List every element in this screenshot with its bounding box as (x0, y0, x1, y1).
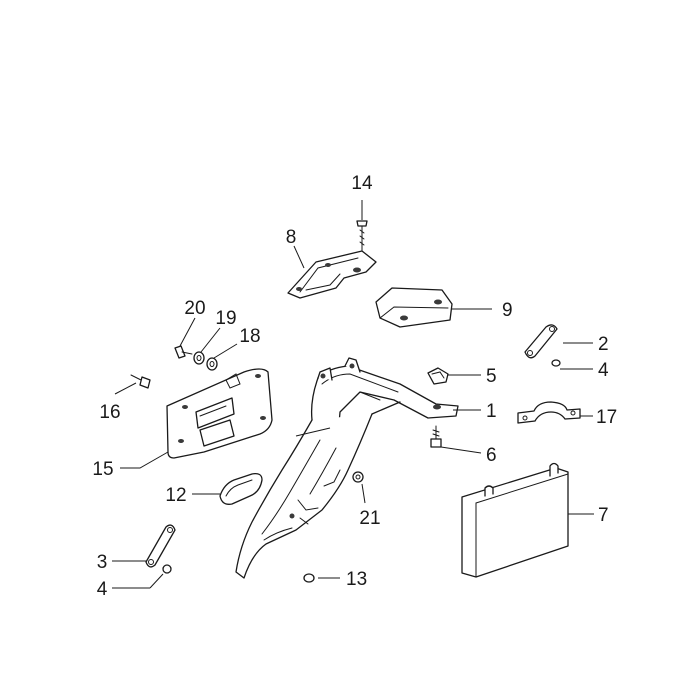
part-2-clip (524, 324, 558, 359)
leader-lines (112, 200, 594, 589)
callout-8: 8 (286, 227, 297, 248)
callout-15: 15 (92, 459, 113, 480)
callout-1: 1 (486, 401, 497, 422)
callout-14: 14 (351, 173, 373, 194)
part-13-washer (303, 573, 315, 583)
callout-5: 5 (486, 366, 497, 387)
part-12-reflector (219, 472, 263, 505)
part-3-clip (145, 524, 176, 568)
part-4-washer-upper (551, 359, 561, 367)
part-16-rivet (130, 374, 151, 389)
part-19-washer (193, 351, 205, 365)
callout-19: 19 (215, 308, 236, 329)
callout-2: 2 (598, 334, 609, 355)
part-1-mudguard-frame (235, 357, 459, 579)
callout-16: 16 (99, 402, 120, 423)
part-7-panel (461, 462, 569, 578)
callout-9: 9 (502, 300, 513, 321)
part-4-washer-lower (162, 564, 172, 574)
callout-4-lower: 4 (97, 579, 108, 600)
callout-21: 21 (359, 508, 380, 529)
callout-20: 20 (184, 298, 205, 319)
part-15-plate-holder (166, 368, 273, 459)
part-14-screw (356, 220, 368, 253)
part-6-bolt (430, 425, 442, 448)
part-21-nut (352, 471, 364, 483)
callout-17: 17 (596, 407, 617, 428)
callout-13: 13 (346, 569, 367, 590)
part-9-pad (375, 287, 453, 328)
callout-4-upper: 4 (598, 360, 609, 381)
callout-6: 6 (486, 445, 497, 466)
part-8-bracket (287, 250, 377, 299)
callout-3: 3 (97, 552, 108, 573)
callout-7: 7 (598, 505, 609, 526)
part-17-strap (517, 401, 581, 424)
callout-labels: 14 8 9 2 4 5 1 17 6 7 20 19 18 16 15 12 … (92, 173, 617, 600)
part-20-screw (174, 345, 193, 359)
callout-18: 18 (239, 326, 260, 347)
part-5-clip-nut (427, 367, 449, 385)
callout-12: 12 (165, 485, 186, 506)
part-18-nut (206, 357, 218, 371)
